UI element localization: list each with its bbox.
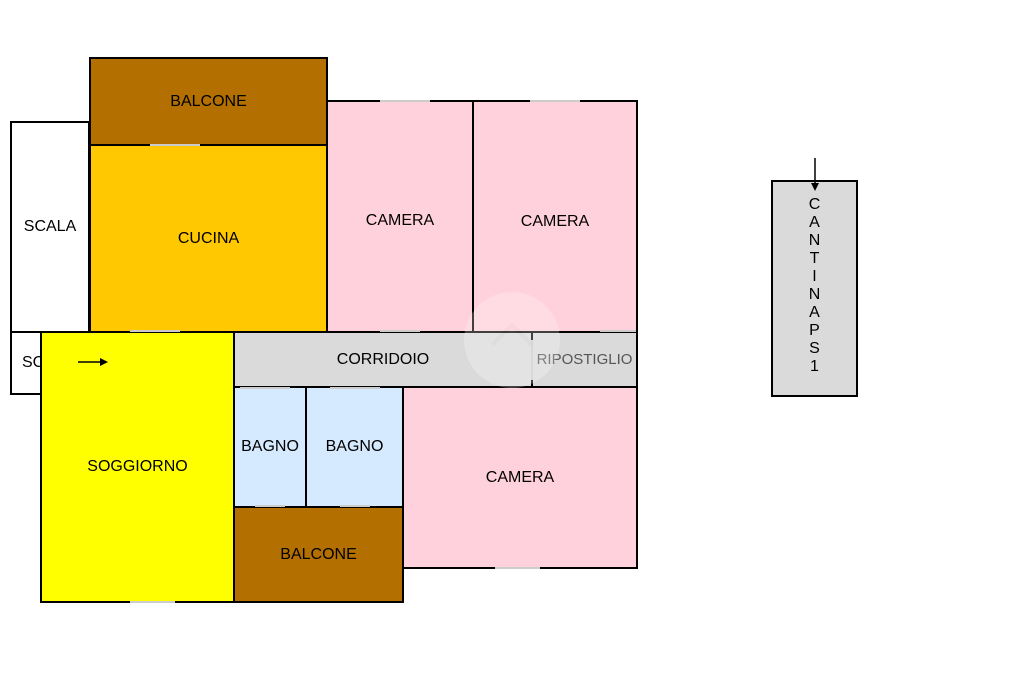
room-label-cantina: CANTINA PS1 [808,196,821,375]
room-label-camera-3: CAMERA [485,468,555,486]
room-label-soggiorno: SOGGIORNO [87,458,188,475]
room-label-camera-1: CAMERA [365,212,435,229]
room-label-balcone-top: BALCONE [170,92,247,110]
room-balcone-top: BALCONE [89,57,328,146]
entrance-arrow-icon [78,358,108,366]
room-label-scala-upper: SCALA [23,218,77,235]
room-label-ripostiglio: RIPOSTIGLIO [536,351,633,368]
room-bagno-1: BAGNO [233,386,307,508]
room-label-camera-2: CAMERA [520,213,590,230]
room-camera-1: CAMERA [326,100,474,333]
room-camera-2: CAMERA [472,100,638,333]
room-scala-upper: SCALA [10,121,90,333]
room-label-bagno-1: BAGNO [241,438,299,455]
cantina-entrance-arrow-icon [811,158,819,191]
room-label-corridoio: CORRIDOIO [336,350,430,368]
door-openings [130,100,636,603]
room-label-bagno-2: BAGNO [325,438,384,455]
room-cantina: CANTINA PS1 [771,180,858,397]
room-label-balcone-bottom: BALCONE [280,545,357,563]
room-balcone-bottom: BALCONE [233,506,404,603]
room-soggiorno: SOGGIORNO [40,331,235,603]
room-camera-3: CAMERA [402,386,638,569]
watermark-logo [464,292,560,388]
room-label-cucina: CUCINA [177,229,240,247]
